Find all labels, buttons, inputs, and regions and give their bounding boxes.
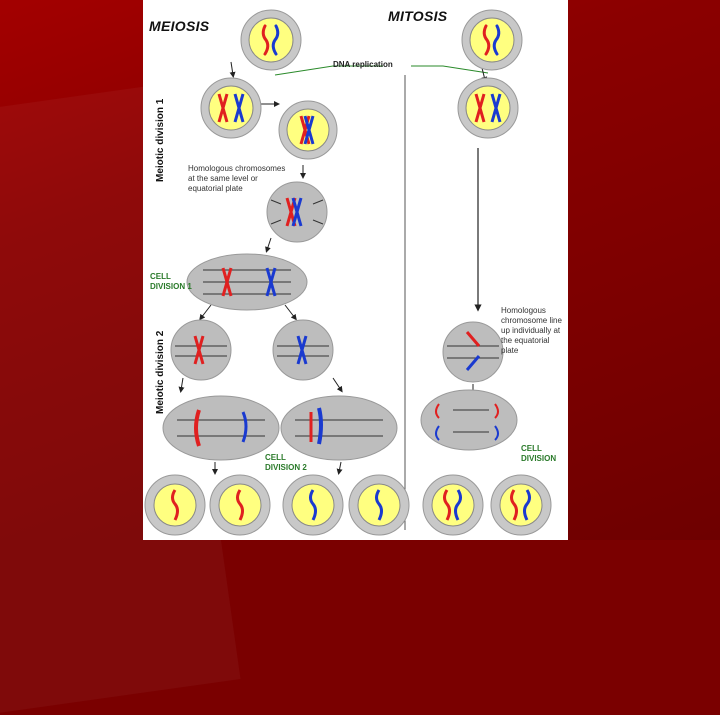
cell-division-label: CELL DIVISION — [521, 444, 557, 463]
chromatid-blue — [465, 355, 481, 371]
mitosis-daughter-1 — [422, 474, 484, 536]
mitosis-title: MITOSIS — [388, 8, 448, 24]
meiosis2-cell-right — [272, 319, 334, 381]
gamete-1 — [144, 474, 206, 536]
meiosis2-cell-left — [170, 319, 232, 381]
chromatid-blue — [233, 93, 245, 123]
chromatid-blue — [291, 197, 303, 227]
gamete-3 — [282, 474, 344, 536]
arrow-meiosis-6a — [178, 377, 185, 393]
cell-division-2-label: CELL DIVISION 2 — [265, 453, 307, 472]
meiosis-replicated-cell — [200, 77, 262, 139]
chromatid-blue — [317, 407, 323, 445]
chromatid-blue — [241, 411, 248, 443]
chromatid-blue — [296, 335, 308, 365]
dna-replication-label: DNA replication — [333, 60, 393, 69]
meiosis-metaphase-cell — [266, 181, 328, 243]
dna-replication-line-right — [411, 65, 489, 74]
chromatid-blue — [303, 115, 315, 145]
chromatid-red — [193, 335, 205, 365]
mitosis-anaphase-cell — [420, 389, 518, 451]
meiosis-paired-cell — [278, 100, 338, 160]
chromosome-blue — [492, 24, 501, 56]
arrow-meiosis-1 — [229, 61, 236, 78]
gamete-2 — [209, 474, 271, 536]
chromatid-red — [435, 403, 499, 419]
chromatid-red — [465, 331, 481, 347]
chromatid-red — [194, 409, 201, 447]
cell-division-1-label: CELL DIVISION 1 — [150, 272, 192, 291]
chromatid-blue — [265, 267, 277, 297]
chromosome-red — [482, 24, 491, 56]
arrow-meiosis-6b — [332, 377, 343, 393]
chromatid-red — [221, 267, 233, 297]
meiosis-parent-cell — [240, 9, 302, 71]
chromatid-red — [474, 93, 486, 123]
chromosome-red — [261, 24, 270, 56]
chromatid-red — [217, 93, 229, 123]
meiosis-mitosis-diagram — [144, 9, 552, 536]
meiotic-division-1-label: Meiotic division 1 — [155, 98, 166, 182]
mitosis-daughter-2 — [490, 474, 552, 536]
mitosis-note: Homologous chromosome line up individual… — [501, 306, 562, 355]
arrow-meiosis-5b — [284, 304, 297, 321]
meiotic-division-2-label: Meiotic division 2 — [155, 330, 166, 414]
arrow-meiosis-4 — [265, 237, 272, 253]
diagram-panel: MEIOSIS MITOSIS DNA replication Meiotic … — [143, 0, 568, 540]
meiosis2-anaphase-right — [280, 395, 398, 461]
meiosis2-anaphase-left — [162, 395, 280, 461]
mitosis-replicated-cell — [457, 77, 519, 139]
mitosis-parent-cell — [461, 9, 523, 71]
homologous-note: Homologous chromosomes at the same level… — [188, 164, 286, 193]
dna-replication-line-left — [274, 65, 383, 76]
chromatid-blue — [490, 93, 502, 123]
chromatid-blue — [435, 425, 499, 441]
arrow-meiosis-5a — [199, 304, 212, 321]
arrow-meiosis-7b — [336, 461, 343, 475]
chromosome-blue — [271, 24, 280, 56]
gamete-4 — [348, 474, 410, 536]
mitosis-metaphase-cell — [442, 321, 504, 383]
meiosis-anaphase1-cell — [186, 253, 308, 311]
meiosis-title: MEIOSIS — [149, 18, 210, 34]
